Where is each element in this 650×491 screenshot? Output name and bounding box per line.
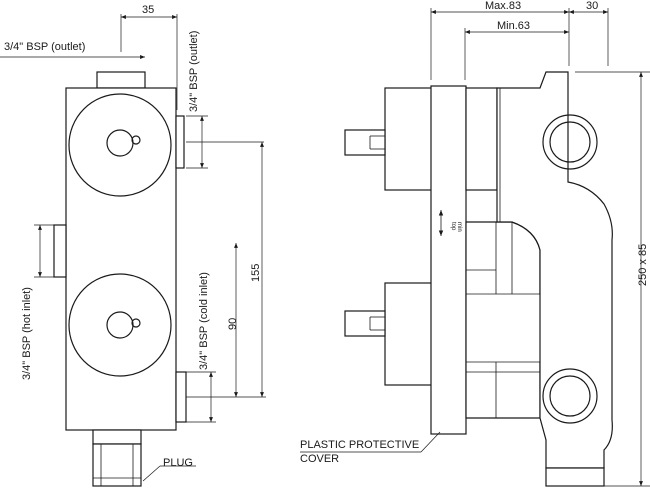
- dim-min-63: Min.63: [497, 20, 530, 32]
- cold-inlet-stub: [175, 371, 187, 423]
- label-plug: PLUG: [163, 457, 193, 469]
- label-cover-line2: COVER: [300, 453, 339, 465]
- dim-35: 35: [142, 4, 154, 16]
- outlet-port: [549, 121, 591, 163]
- upper-screw: [131, 135, 141, 145]
- front-body: [65, 87, 177, 431]
- dim-155: 155: [250, 264, 262, 282]
- plug-body: [92, 443, 142, 487]
- top-outlet-nipple: [96, 71, 146, 89]
- side-view: top min: [344, 71, 613, 487]
- upper-cartridge: [465, 87, 498, 191]
- right-outlet-stub: [175, 115, 185, 169]
- lower-handle-disc: [68, 273, 172, 377]
- lower-screw: [131, 318, 141, 328]
- upper-handle-disc: [68, 93, 172, 197]
- protective-cover: [430, 85, 467, 435]
- lower-spindle-side: [344, 310, 386, 337]
- dim-250x85: 250 x 85: [637, 244, 649, 286]
- label-cover-line1: PLASTIC PROTECTIVE: [300, 439, 419, 451]
- dim-30: 30: [586, 0, 598, 12]
- label-hot-inlet: 3/4" BSP (hot inlet): [21, 287, 33, 380]
- upper-handle: [384, 87, 433, 191]
- plug-collar: [92, 429, 142, 445]
- outlet-port-ring: [542, 114, 598, 170]
- dim-max-83: Max.83: [485, 0, 521, 12]
- valve-body: [496, 71, 613, 469]
- level-mark-top: top: [450, 222, 456, 231]
- lower-handle: [384, 282, 433, 386]
- label-cold-inlet: 3/4" BSP (cold inlet): [198, 272, 210, 370]
- upper-spindle-side: [344, 129, 386, 156]
- dim-90: 90: [227, 318, 239, 330]
- front-dimensions: 35 3/4" BSP (outlet) 3/4" BSP (outlet) 3…: [0, 4, 266, 482]
- inlet-port: [549, 375, 591, 417]
- front-view: [53, 71, 187, 487]
- level-mark-min: min: [456, 222, 462, 232]
- inlet-port-ring: [542, 368, 598, 424]
- label-outlet-left: 3/4" BSP (outlet): [4, 41, 85, 53]
- side-plug: [545, 467, 605, 487]
- side-dimensions: Max.83 Min.63 30 250 x 85 PLASTIC PROTEC…: [300, 0, 650, 487]
- hot-inlet-stub: [53, 224, 67, 278]
- label-outlet-vertical: 3/4" BSP (outlet): [188, 31, 200, 112]
